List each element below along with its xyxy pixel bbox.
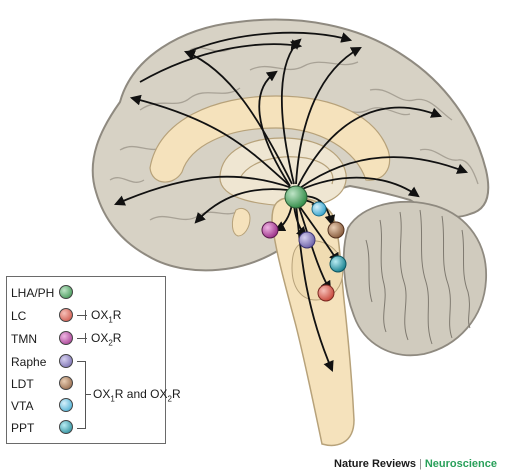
- fornix-lines: [239, 156, 334, 185]
- receptor-ox1r: OX1R: [91, 308, 122, 325]
- corpus-callosum: [149, 95, 391, 183]
- legend-dot-tmn: [59, 331, 73, 345]
- bracket-tmn-tick: [77, 338, 87, 339]
- legend-label-ldt: LDT: [11, 377, 34, 391]
- nucleus-ldt: [327, 221, 345, 239]
- thalamus-region: [219, 137, 347, 207]
- projection-arrows: [114, 31, 469, 372]
- credit-separator: |: [418, 458, 422, 470]
- legend-dot-vta: [59, 398, 73, 412]
- receptor-ox1r-and-ox2r: OX1R and OX2R: [93, 387, 181, 404]
- receptor-ox2r: OX2R: [91, 331, 122, 348]
- legend-label-raphe: Raphe: [11, 355, 47, 369]
- bracket-group: [77, 361, 86, 429]
- legend-dot-lha-ph: [59, 285, 73, 299]
- legend: LHA/PH LC TMN Raphe LDT VTA PPT OX1R OX2…: [6, 276, 181, 444]
- legend-dot-lc: [59, 308, 73, 322]
- nucleus-lc: [317, 284, 335, 302]
- nucleus-tmn: [261, 221, 279, 239]
- cerebellum-folia: [365, 209, 471, 345]
- nucleus-vta: [311, 201, 327, 217]
- pituitary: [231, 207, 251, 237]
- journal-topic: Neuroscience: [424, 458, 497, 470]
- legend-label-vta: VTA: [11, 399, 34, 413]
- legend-dot-ldt: [59, 376, 73, 390]
- legend-label-tmn: TMN: [11, 332, 37, 346]
- legend-label-lha-ph: LHA/PH: [11, 286, 55, 300]
- legend-dot-raphe: [59, 354, 73, 368]
- journal-credit: Nature Reviews|Neuroscience: [334, 458, 497, 470]
- legend-dot-ppt: [59, 420, 73, 434]
- cerebellum: [342, 200, 487, 357]
- journal-name: Nature Reviews: [334, 458, 416, 470]
- legend-label-ppt: PPT: [11, 421, 35, 435]
- bracket-group-tick: [85, 394, 91, 395]
- nucleus-raphe: [298, 231, 316, 249]
- nucleus-lha-ph: [284, 185, 308, 209]
- legend-label-lc: LC: [11, 309, 27, 323]
- nucleus-ppt: [329, 255, 347, 273]
- bracket-lc-tick: [77, 315, 87, 316]
